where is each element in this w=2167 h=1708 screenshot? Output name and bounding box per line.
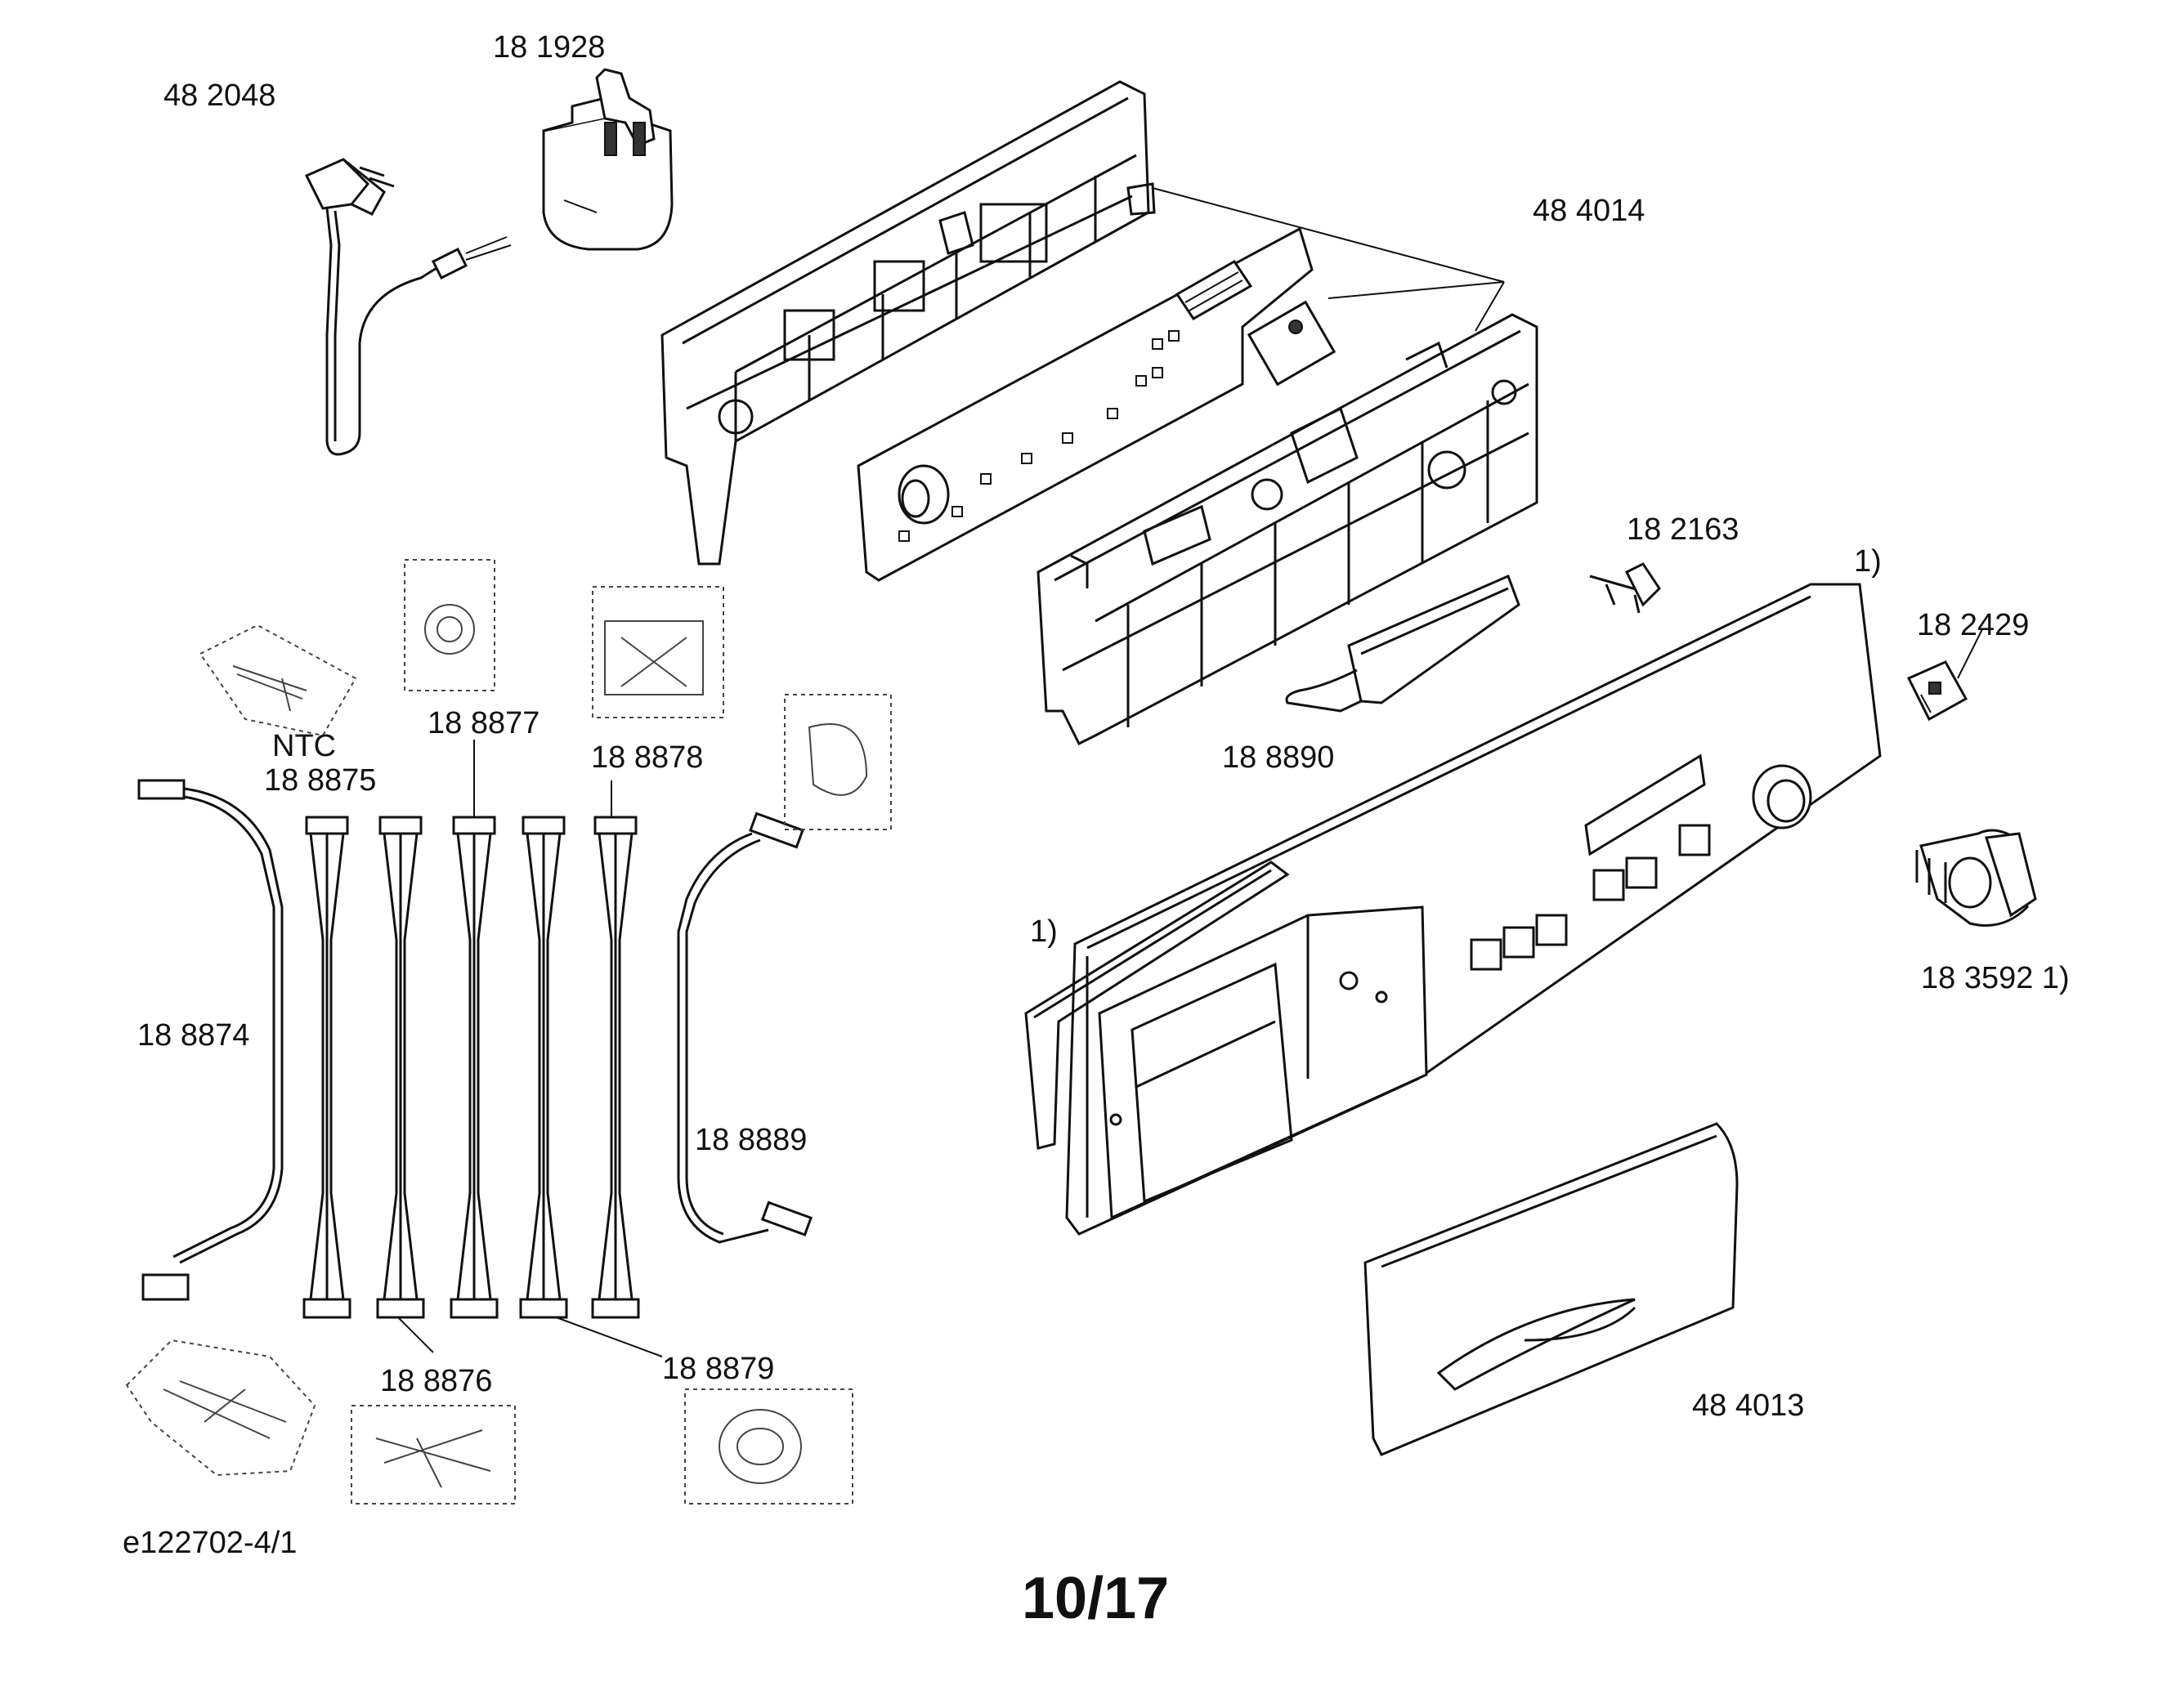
label-18-8874: 18 8874: [137, 1018, 250, 1053]
label-18-3592: 18 3592 1): [1921, 961, 2070, 995]
label-18-8889: 18 8889: [695, 1123, 808, 1157]
label-18-1928: 18 1928: [493, 30, 606, 65]
drawing-id: e122702-4/1: [123, 1526, 298, 1560]
control-housing-upper-part: [660, 80, 1156, 566]
control-pcb-part: [857, 226, 1336, 582]
power-cord-part: [304, 158, 512, 456]
page-number: 10/17: [1022, 1566, 1170, 1631]
wiring-harnesses: [137, 779, 813, 1319]
control-housing-lower-part: [1036, 313, 1538, 746]
label-ntc: NTC: [272, 729, 337, 763]
panel-seal-part: [1024, 861, 1290, 1150]
front-control-panel-part: [1065, 583, 1882, 1236]
label-18-8875: 18 8875: [264, 763, 377, 798]
filter-capacitor-part: [542, 68, 674, 251]
label-18-8876: 18 8876: [380, 1364, 493, 1398]
sensor-pin-part: [1589, 562, 1661, 614]
note-1-top: 1): [1854, 544, 1882, 579]
label-48-4014: 48 4014: [1533, 194, 1645, 228]
label-18-8879: 18 8879: [662, 1352, 775, 1386]
component-reference-boxes: [125, 559, 892, 1505]
label-18-8878: 18 8878: [591, 740, 704, 775]
label-18-8890: 18 8890: [1222, 740, 1335, 775]
switch-part: [1906, 660, 1968, 722]
dispenser-handle-part: [1363, 1122, 1739, 1456]
display-module-part: [1285, 574, 1520, 713]
label-48-4013: 48 4013: [1692, 1388, 1805, 1423]
label-48-2048: 48 2048: [163, 78, 276, 113]
leader-lines: [387, 187, 1983, 1357]
label-18-2163: 18 2163: [1627, 512, 1739, 547]
programme-knob-part: [1915, 829, 2037, 927]
label-18-8877: 18 8877: [428, 706, 540, 740]
note-1-left: 1): [1030, 914, 1058, 949]
label-18-2429: 18 2429: [1917, 608, 2030, 642]
harness-bundle: [302, 816, 640, 1319]
